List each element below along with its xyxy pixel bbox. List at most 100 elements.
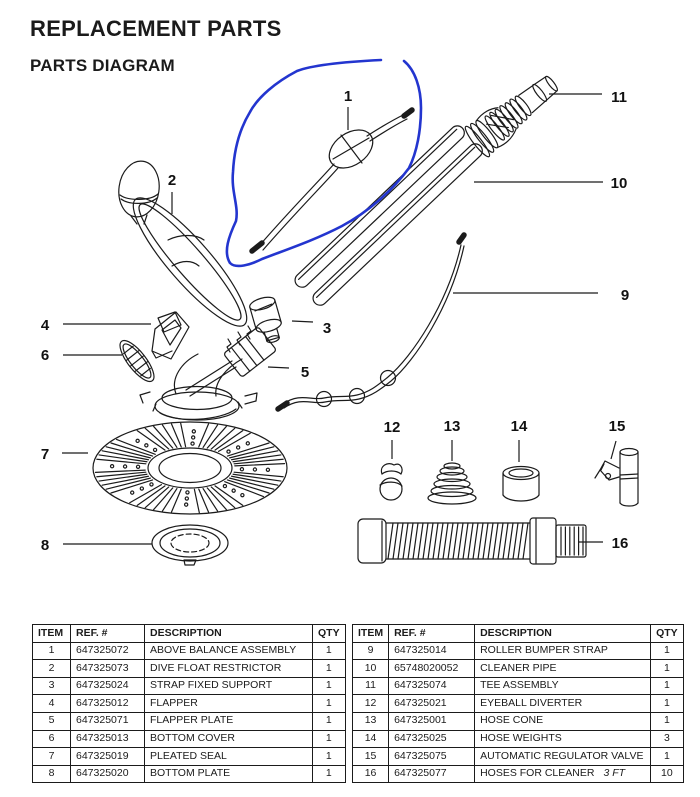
cell-item: 2 (32, 659, 71, 678)
cell-qty: 1 (312, 694, 346, 713)
cell-description: PLEATED SEAL (144, 747, 313, 766)
cell-ref: 647325001 (388, 711, 476, 731)
header-ref: REF. # (70, 624, 145, 643)
part-12-eyeball-diverter (379, 462, 403, 501)
leader-line-5 (267, 366, 290, 369)
part-13-hose-cone (427, 462, 477, 505)
part-14-hose-weight (502, 465, 540, 502)
cell-description: HOSES FOR CLEANER 3 FT (474, 764, 652, 784)
part-2-dive-float-restrictor (118, 160, 248, 333)
cell-item: 12 (351, 694, 390, 713)
table-row: 1 647325072 ABOVE BALANCE ASSEMBLY 1 (32, 641, 346, 661)
cell-description: FLAPPER PLATE (144, 711, 313, 731)
part-label-8: 8 (41, 537, 49, 554)
cell-qty: 1 (650, 659, 684, 678)
pleat-lines (94, 422, 286, 514)
table-header-row: ITEM REF. # DESCRIPTION QTY (32, 624, 346, 643)
cell-item: 1 (32, 641, 71, 661)
cell-ref: 647325025 (388, 729, 476, 749)
part-label-9: 9 (621, 287, 629, 304)
table-row: 7 647325019 PLEATED SEAL 1 (32, 747, 346, 766)
table-row: 2 647325073 DIVE FLOAT RESTRICTOR 1 (32, 659, 346, 678)
table-row: 10 65748020052 CLEANER PIPE 1 (351, 659, 684, 678)
cell-ref: 647325077 (388, 764, 476, 784)
part-label-11: 11 (611, 89, 627, 106)
part-label-3: 3 (323, 320, 331, 337)
part-10-cleaner-pipe (294, 125, 483, 306)
cell-qty: 1 (312, 764, 346, 784)
cell-item: 16 (351, 764, 390, 784)
cell-item: 13 (351, 711, 390, 731)
table-row: 13 647325001 HOSE CONE 1 (351, 711, 684, 731)
cell-description: HOSE CONE (474, 711, 652, 731)
cell-ref: 647325071 (70, 711, 145, 731)
cell-ref: 647325024 (70, 676, 145, 696)
part-7-pleated-seal (92, 421, 288, 515)
table-row: 15 647325075 AUTOMATIC REGULATOR VALVE 1 (351, 747, 684, 766)
cell-qty: 1 (312, 641, 346, 661)
part-label-13: 13 (444, 418, 461, 435)
leader-line-15 (610, 440, 617, 460)
diagram-line-art (92, 75, 639, 566)
cell-description: TEE ASSEMBLY (474, 676, 652, 696)
header-qty: QTY (312, 624, 346, 643)
part-label-7: 7 (41, 446, 49, 463)
cell-qty: 10 (650, 764, 684, 784)
part-15-automatic-regulator-valve (594, 447, 639, 507)
part-label-14: 14 (511, 418, 528, 435)
table-row: 9 647325014 ROLLER BUMPER STRAP 1 (351, 641, 684, 661)
description-text: HOSES FOR CLEANER (480, 767, 595, 780)
table-row: 6 647325013 BOTTOM COVER 1 (32, 729, 346, 749)
cell-item: 7 (32, 747, 71, 766)
parts-table-items-9-16: ITEM REF. # DESCRIPTION QTY 9 647325014 … (351, 624, 684, 784)
header-item: ITEM (32, 624, 71, 643)
table-row: 4 647325012 FLAPPER 1 (32, 694, 346, 713)
part-label-6: 6 (41, 347, 49, 364)
cell-item: 4 (32, 694, 71, 713)
header-description: DESCRIPTION (144, 624, 313, 643)
cell-item: 5 (32, 711, 71, 731)
cell-qty: 1 (650, 747, 684, 766)
table-row: 11 647325074 TEE ASSEMBLY 1 (351, 676, 684, 696)
table-row: 5 647325071 FLAPPER PLATE 1 (32, 711, 346, 731)
table-row: 14 647325025 HOSE WEIGHTS 3 (351, 729, 684, 749)
cell-qty: 1 (312, 659, 346, 678)
table-row: 12 647325021 EYEBALL DIVERTER 1 (351, 694, 684, 713)
cell-item: 3 (32, 676, 71, 696)
cell-description: FLAPPER (144, 694, 313, 713)
part-9-roller-bumper-strap (275, 232, 467, 412)
part-label-1: 1 (344, 88, 352, 105)
cell-description: AUTOMATIC REGULATOR VALVE (474, 747, 652, 766)
part-label-10: 10 (611, 175, 628, 192)
cell-ref: 65748020052 (388, 659, 476, 678)
cell-ref: 647325072 (70, 641, 145, 661)
table-row: 8 647325020 BOTTOM PLATE 1 (32, 764, 346, 784)
cell-ref: 647325020 (70, 764, 145, 784)
description-note: 3 FT (603, 767, 626, 780)
section-subtitle: PARTS DIAGRAM (30, 56, 175, 75)
cell-ref: 647325075 (388, 747, 476, 766)
cell-description: ROLLER BUMPER STRAP (474, 641, 652, 661)
part-label-15: 15 (609, 418, 626, 435)
cell-description: CLEANER PIPE (474, 659, 652, 678)
cell-item: 10 (351, 659, 390, 678)
part-label-16: 16 (612, 535, 629, 552)
leader-lines (62, 93, 617, 545)
part-4-flapper (151, 311, 190, 360)
cell-qty: 1 (312, 711, 346, 731)
page-title: REPLACEMENT PARTS (30, 16, 282, 41)
cell-ref: 647325012 (70, 694, 145, 713)
cell-description: BOTTOM COVER (144, 729, 313, 749)
cell-ref: 647325013 (70, 729, 145, 749)
header-description: DESCRIPTION (474, 624, 652, 643)
hose-corrugation-lines (387, 522, 529, 560)
cell-item: 11 (351, 676, 390, 696)
part-16-hose-for-cleaner (357, 517, 587, 565)
cell-description: EYEBALL DIVERTER (474, 694, 652, 713)
cell-qty: 1 (650, 676, 684, 696)
cell-item: 14 (351, 729, 390, 749)
cell-qty: 1 (650, 694, 684, 713)
cell-ref: 647325073 (70, 659, 145, 678)
cell-qty: 1 (312, 729, 346, 749)
cell-item: 6 (32, 729, 71, 749)
